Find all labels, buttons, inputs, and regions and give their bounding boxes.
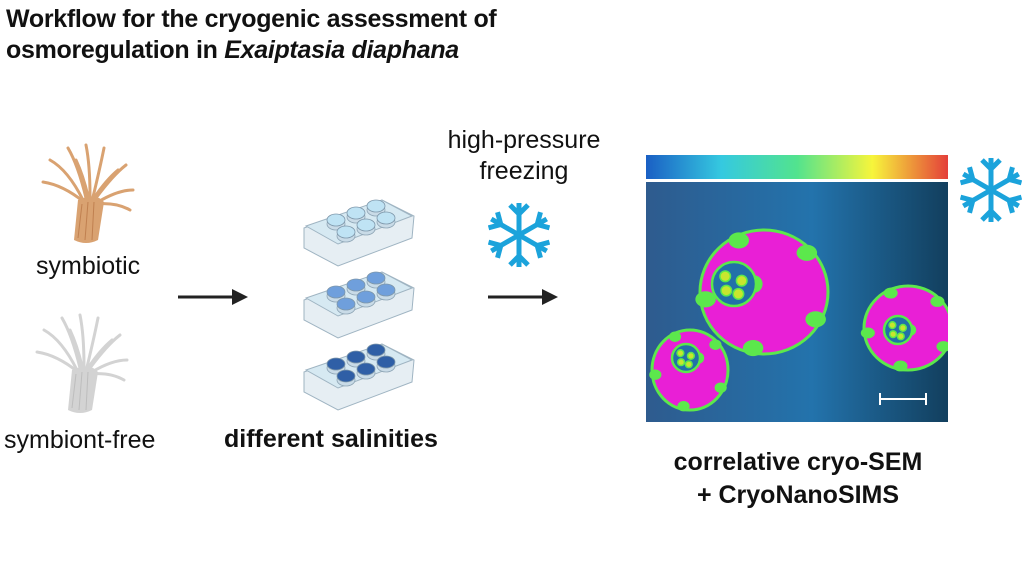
well [336,297,356,311]
label-symbiont-free: symbiont-free [4,426,156,454]
well [346,278,366,292]
species-name: Exaiptasia diaphana [224,36,459,64]
imaging-line-1: correlative cryo-SEM [673,448,923,476]
well [336,225,356,239]
sea-anemone-symbiotic-icon [41,143,135,243]
well [346,350,366,364]
well [376,283,396,297]
label-symbiotic: symbiotic [36,252,141,280]
well [356,218,376,232]
snowflake-icon [488,203,550,267]
well [356,362,376,376]
figure-title: Workflow for the cryogenic assessment of… [6,4,497,66]
sea-anemone-symbiont-free-icon [35,313,129,413]
well [326,357,346,371]
well-plate [303,271,415,339]
scale-bar [879,393,927,405]
title-prefix: osmoregulation in [6,36,225,64]
label-different-salinities: different salinities [224,425,438,453]
well [346,206,366,220]
well [336,369,356,383]
arrow-right-icon [178,289,248,305]
arrow-right-icon [488,289,558,305]
well [326,285,346,299]
cell [860,284,948,372]
well [376,355,396,369]
well [376,211,396,225]
title-line-2: osmoregulation in Exaiptasia diaphana [6,35,496,66]
color-scale-bar [646,155,948,179]
well [356,290,376,304]
well-plate [303,343,415,411]
well-plates-group [303,199,415,411]
well [326,213,346,227]
imaging-line-2: + CryoNanoSIMS [696,481,900,509]
title-line-1: Workflow for the cryogenic assessment of [6,5,497,33]
well-plate [303,199,415,267]
snowflake-icon [960,158,1022,222]
well [366,199,386,213]
cell [649,328,730,412]
label-correlative-imaging: correlative cryo-SEM + CryoNanoSIMS [610,446,986,512]
hpf-line-2: freezing [479,157,569,185]
label-high-pressure-freezing: high-pressure freezing [430,125,618,187]
cell [695,228,830,357]
hpf-line-1: high-pressure [447,126,601,154]
well [366,271,386,285]
cryo-nanosims-image [646,182,948,422]
well [366,343,386,357]
